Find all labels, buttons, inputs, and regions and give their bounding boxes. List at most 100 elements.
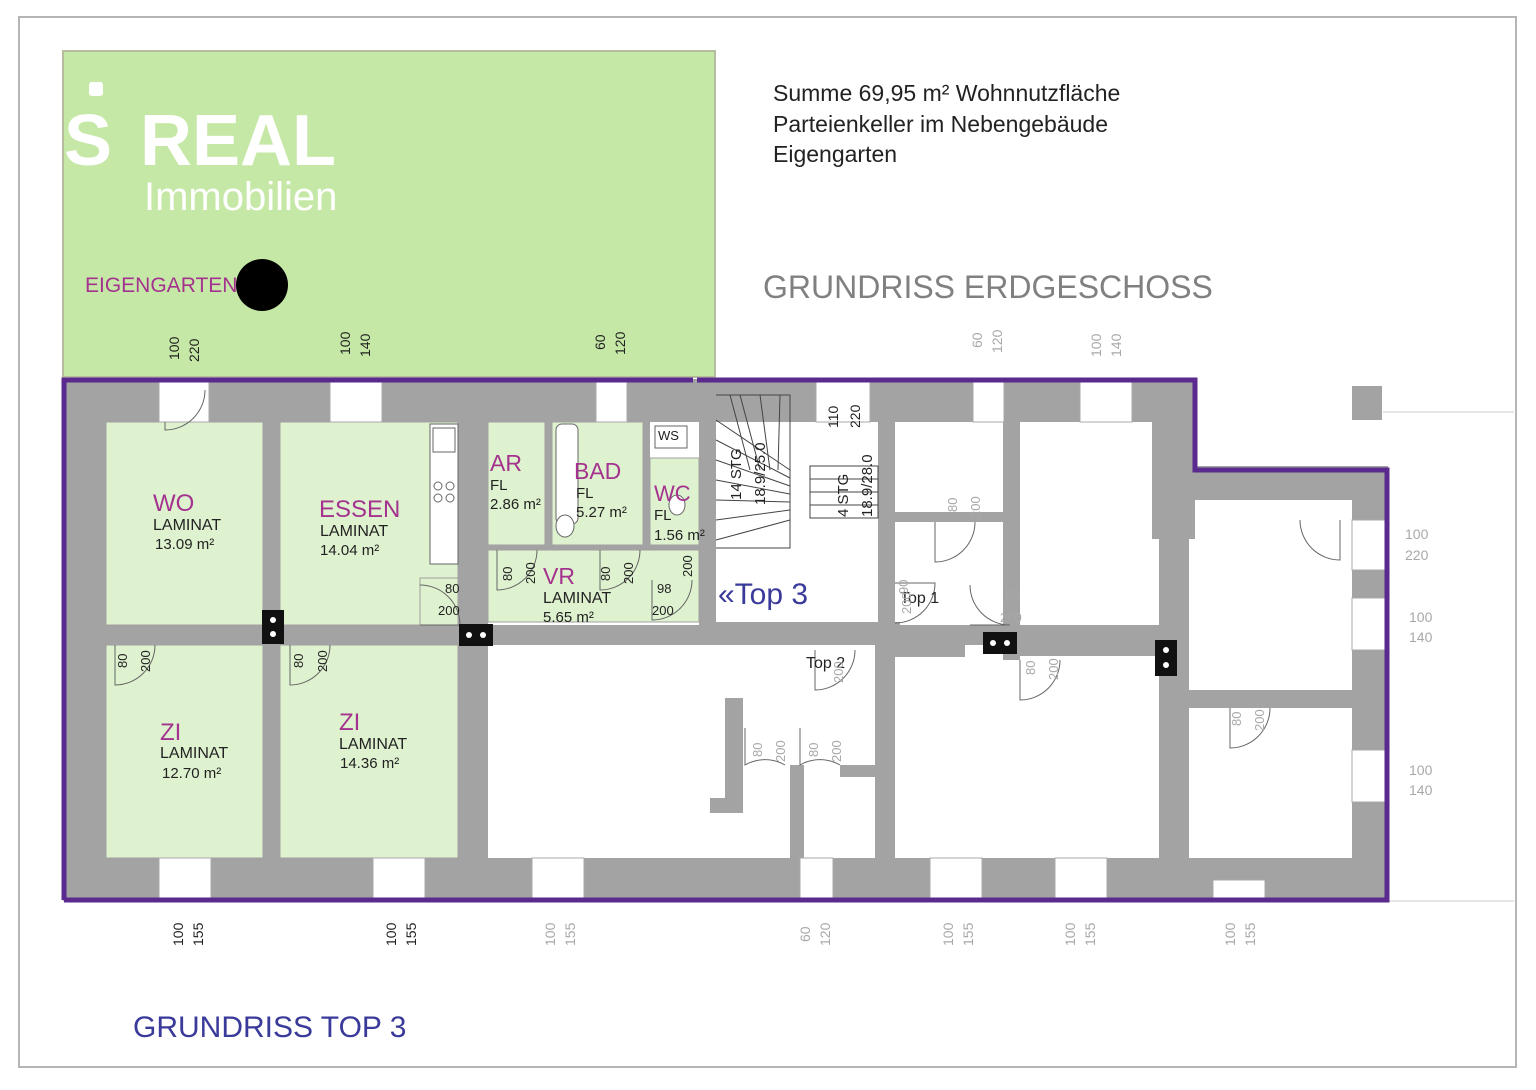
window bbox=[372, 857, 426, 902]
wall bbox=[63, 379, 106, 900]
outline-building bbox=[64, 377, 1390, 903]
window-dim: 60 bbox=[969, 332, 985, 348]
wall bbox=[895, 512, 1003, 522]
window-dim: 140 bbox=[357, 333, 373, 357]
stove-burner bbox=[433, 481, 443, 491]
summary-block: Summe 69,95 m² Wohnnutzfläche Parteienke… bbox=[773, 78, 1120, 170]
door-dim: 80 bbox=[1005, 587, 1019, 602]
window bbox=[929, 857, 983, 902]
wall bbox=[643, 420, 650, 548]
room-name-wc: WC bbox=[654, 481, 691, 506]
room-floor-bad: FL bbox=[576, 485, 594, 502]
room-area-essen: 14.04 m² bbox=[320, 542, 379, 559]
door-arc bbox=[496, 549, 538, 591]
bath-fixtures bbox=[555, 423, 688, 538]
wall bbox=[928, 379, 945, 422]
wall bbox=[790, 765, 804, 858]
garden-area bbox=[62, 50, 716, 378]
window-dim: 100 bbox=[383, 922, 399, 946]
room-name-zi2: ZI bbox=[339, 709, 360, 736]
wall bbox=[1159, 498, 1189, 858]
wall bbox=[1189, 690, 1352, 708]
window-dims: 100 220 100 140 60 120 100 155 100 155 bbox=[166, 331, 628, 946]
room-zi1 bbox=[105, 644, 264, 859]
outline-top3 bbox=[61, 377, 693, 900]
socket bbox=[262, 610, 284, 644]
window-dim: 140 bbox=[1108, 333, 1124, 357]
door-arc bbox=[814, 649, 856, 691]
room-name-vr: VR bbox=[543, 563, 575, 589]
door-dim: 200 bbox=[1252, 709, 1267, 731]
door-dim: 200 bbox=[621, 562, 636, 584]
window-dim: 100 bbox=[1088, 333, 1104, 357]
stove-burner bbox=[433, 493, 443, 503]
window-dim: 100 bbox=[166, 336, 182, 360]
room-name-ar: AR bbox=[490, 450, 522, 476]
garden-marker bbox=[236, 259, 288, 311]
door-dim: 80 bbox=[750, 743, 765, 757]
window bbox=[329, 378, 383, 423]
walls bbox=[63, 379, 1389, 901]
doors bbox=[114, 389, 1341, 766]
sink bbox=[432, 427, 456, 453]
summary-line-2: Parteienkeller im Nebengebäude bbox=[773, 110, 1108, 137]
wall bbox=[545, 420, 552, 548]
door-arc bbox=[599, 549, 641, 591]
wall bbox=[1352, 386, 1382, 420]
window-dim: 155 bbox=[562, 922, 578, 946]
room-floor-essen: LAMINAT bbox=[320, 523, 388, 540]
socket bbox=[459, 624, 493, 646]
door-dim: 80 bbox=[115, 654, 130, 668]
stair2-dim: 18.9/28.0 bbox=[859, 454, 876, 517]
logo-dot bbox=[89, 82, 103, 96]
window-dims-stair: 110 220 bbox=[825, 404, 863, 428]
room-area-bad: 5.27 m² bbox=[576, 504, 627, 521]
wall bbox=[1003, 420, 1020, 660]
door-dim: 80 bbox=[445, 581, 459, 596]
wall bbox=[699, 385, 716, 630]
window-dim: 140 bbox=[1409, 629, 1433, 645]
room-area-zi2: 14.36 m² bbox=[340, 755, 399, 772]
wall bbox=[840, 765, 880, 777]
room-area-zi1: 12.70 m² bbox=[162, 765, 221, 782]
window-dim: 120 bbox=[612, 331, 628, 355]
wall bbox=[1020, 638, 1159, 656]
door-dim: 200 bbox=[523, 562, 538, 584]
door-arc bbox=[651, 579, 693, 621]
room-wo bbox=[105, 421, 264, 626]
window-dim: 155 bbox=[1082, 922, 1098, 946]
door-dim: 98 bbox=[657, 581, 671, 596]
room-floor-wo: LAMINAT bbox=[153, 517, 221, 534]
room-name-essen: ESSEN bbox=[319, 496, 400, 523]
door-dim: 200 bbox=[831, 661, 846, 683]
door-arc bbox=[1019, 659, 1061, 701]
garden-label: EIGENGARTEN bbox=[85, 274, 237, 297]
window-dim: 120 bbox=[817, 922, 833, 946]
door-dim: 80 bbox=[598, 567, 613, 581]
socket bbox=[983, 632, 1017, 654]
toilet bbox=[668, 494, 686, 516]
window-dims-grey: 60 120 100 140 100 220 100 140 100 140 1… bbox=[542, 329, 1433, 946]
door-arc bbox=[934, 521, 976, 563]
top3-marker: «Top 3 bbox=[718, 578, 808, 611]
window-dim: 155 bbox=[1242, 922, 1258, 946]
room-area-wc: 1.56 m² bbox=[654, 527, 705, 544]
window bbox=[595, 378, 628, 423]
room-floor-vr: LAMINAT bbox=[543, 590, 611, 607]
door-dim: 200 bbox=[138, 650, 153, 672]
window-dim: 220 bbox=[186, 338, 202, 362]
top1-marker: Top 1 bbox=[900, 590, 939, 607]
summary-line-1: Summe 69,95 m² Wohnnutzfläche bbox=[773, 80, 1121, 106]
window-dim: 100 bbox=[1409, 762, 1433, 778]
window-dim: 100 bbox=[1409, 609, 1433, 625]
door-arc bbox=[419, 584, 461, 626]
door-dim: 200 bbox=[829, 740, 844, 762]
title-top3: GRUNDRISS TOP 3 bbox=[133, 1011, 406, 1044]
door-dim: 80 bbox=[1023, 661, 1038, 675]
door-dim: 200 bbox=[1046, 658, 1061, 680]
window-dim: 100 bbox=[940, 922, 956, 946]
window bbox=[799, 857, 834, 902]
stove-burner bbox=[445, 493, 455, 503]
door-arc bbox=[1229, 707, 1271, 749]
stair1-dim: 18.9/25.0 bbox=[752, 442, 769, 505]
